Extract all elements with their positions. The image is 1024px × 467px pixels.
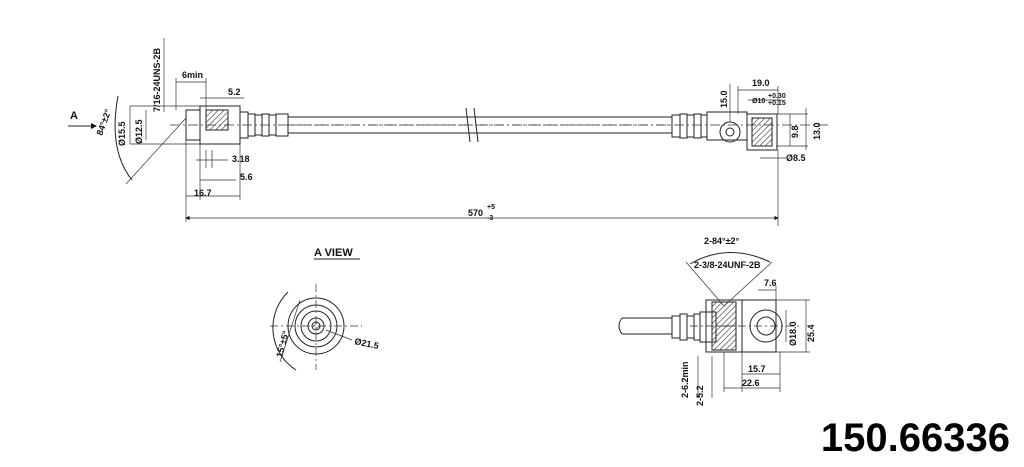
left-dia-15-5: Ø15.5: [117, 121, 127, 146]
banjo-dim-2-6-2min: 2-6.2min: [680, 361, 690, 398]
banjo-dim-15-7: 15.7: [748, 364, 766, 374]
main-hose-view: [170, 105, 830, 151]
view-arrow-a: A 84°±2°: [68, 95, 187, 185]
right-dim-19-0: 19.0: [752, 78, 770, 88]
banjo-thread-spec: 2-3/8-24UNF-2B: [694, 260, 761, 270]
left-dim-16-7: 16.7: [194, 188, 212, 198]
overall-length-dimension: 570 +5 -3: [185, 150, 779, 226]
part-number: 150.66336: [820, 416, 1010, 460]
right-dia-10: Ø10: [752, 98, 765, 105]
left-dim-5-6: 5.6: [240, 172, 253, 182]
left-dia-12-5: Ø12.5: [134, 119, 144, 144]
a-view-angle: 15°±5°: [274, 329, 291, 358]
banjo-dim-7-6: 7.6: [764, 278, 777, 288]
right-dia-8-5: Ø8.5: [786, 153, 806, 163]
banjo-detail-view: 2-84°±2° 2-3/8-24UNF-2B 7.6 Ø18.0 25.4 2…: [618, 236, 816, 406]
left-dim-5-2: 5.2: [228, 87, 241, 97]
left-end-dimensions: 7/16-24UNS-2B 6min 5.2 Ø15.5 Ø12.5 3.18 …: [117, 38, 253, 222]
overall-tol-minus: -3: [487, 215, 493, 222]
arrow-a-label: A: [70, 110, 78, 122]
banjo-dia-18-0: Ø18.0: [788, 321, 798, 346]
right-dim-15-0: 15.0: [719, 90, 729, 108]
right-tol-upper: +0.30: [768, 93, 786, 100]
overall-length-value: 570: [468, 208, 483, 218]
overall-tol-plus: +5: [487, 204, 495, 211]
left-dim-3-18: 3.18: [232, 154, 250, 164]
left-dim-6min: 6min: [182, 70, 203, 80]
left-angle-label: 84°±2°: [94, 107, 113, 136]
a-view: A VIEW 15°±5° Ø21.5: [270, 247, 380, 371]
left-thread-spec: 7/16-24UNS-2B: [152, 47, 162, 112]
right-dim-9-8: 9.8: [790, 125, 800, 138]
right-dim-13-0: 13.0: [812, 122, 822, 140]
a-view-dia-21-5: Ø21.5: [354, 336, 380, 351]
a-view-label: A VIEW: [314, 247, 353, 259]
banjo-dim-22-6: 22.6: [742, 378, 760, 388]
banjo-angle: 2-84°±2°: [704, 236, 740, 246]
right-tol-lower: +0.15: [768, 100, 786, 107]
right-end-dimensions: 19.0 15.0 Ø10 +0.30 +0.15 9.8 13.0 Ø8.5: [719, 78, 822, 163]
banjo-dim-2-5-2: 2-5.2: [695, 385, 705, 406]
banjo-dim-25-4: 25.4: [806, 324, 816, 342]
